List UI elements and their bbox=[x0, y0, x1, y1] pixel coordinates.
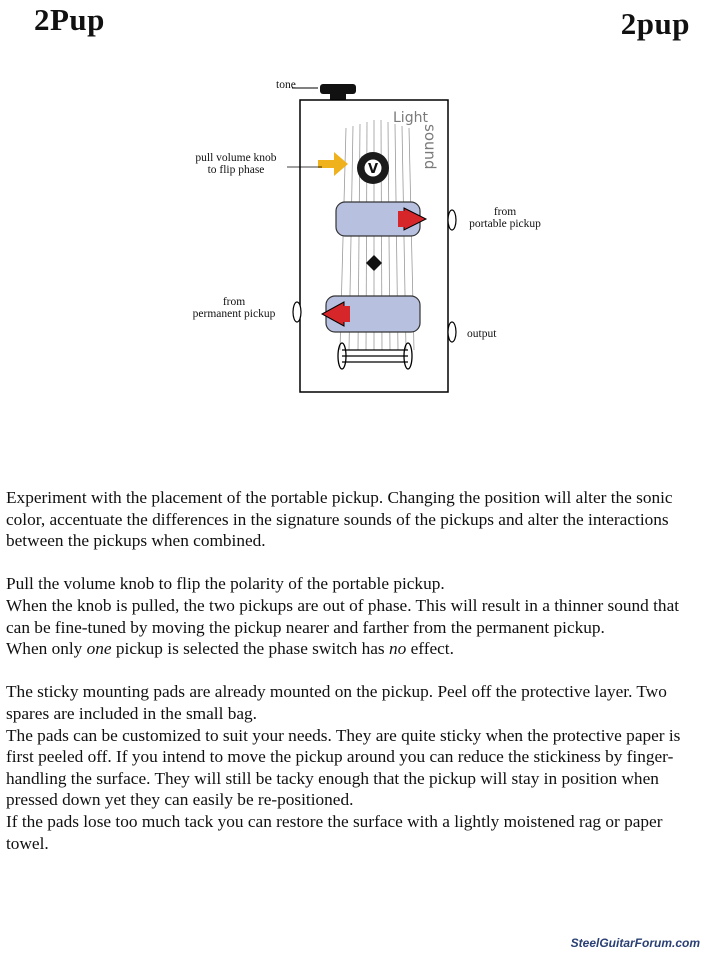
permanent-pickup bbox=[320, 295, 421, 333]
volume-knob-letter: V bbox=[368, 162, 378, 177]
output-jack-icon bbox=[447, 321, 457, 343]
diamond-icon bbox=[366, 255, 382, 271]
paragraph: Experiment with the placement of the por… bbox=[6, 488, 673, 551]
from-portable-label: from portable pickup bbox=[469, 206, 541, 230]
portable-jack-icon bbox=[447, 209, 457, 231]
yellow-arrow-icon bbox=[318, 152, 348, 176]
logo-light: Light bbox=[393, 110, 428, 126]
pull-volume-label: pull volume knob to flip phase bbox=[195, 152, 277, 176]
portable-pickup bbox=[335, 201, 428, 237]
watermark: SteelGuitarForum.com bbox=[570, 936, 700, 950]
page-title-right: 2pup bbox=[620, 6, 690, 41]
permanent-jack-icon bbox=[292, 301, 302, 323]
page-title-left: 2Pup bbox=[34, 2, 105, 37]
output-label: output bbox=[467, 328, 497, 340]
pedal-diagram: Light sound V bbox=[0, 60, 712, 420]
paragraph: If the pads lose too much tack you can r… bbox=[6, 811, 663, 853]
paragraph-emphasis: When only one pickup is selected the pha… bbox=[6, 639, 454, 659]
tone-knob bbox=[320, 84, 356, 94]
paragraph: When the knob is pulled, the two pickups… bbox=[6, 595, 680, 637]
logo-sound: sound bbox=[421, 124, 439, 170]
from-permanent-label: from permanent pickup bbox=[192, 296, 276, 320]
paragraph: The pads can be customized to suit your … bbox=[6, 725, 681, 810]
paragraph: The sticky mounting pads are already mou… bbox=[6, 682, 667, 723]
tone-label: tone bbox=[276, 79, 296, 91]
pedal-diagram-svg: Light sound V bbox=[287, 84, 457, 393]
tone-knob-shaft bbox=[330, 92, 346, 101]
footswitch-icon bbox=[337, 342, 413, 370]
body-text: Experiment with the placement of the por… bbox=[6, 487, 706, 854]
paragraph: Pull the volume knob to flip the polarit… bbox=[6, 574, 445, 594]
